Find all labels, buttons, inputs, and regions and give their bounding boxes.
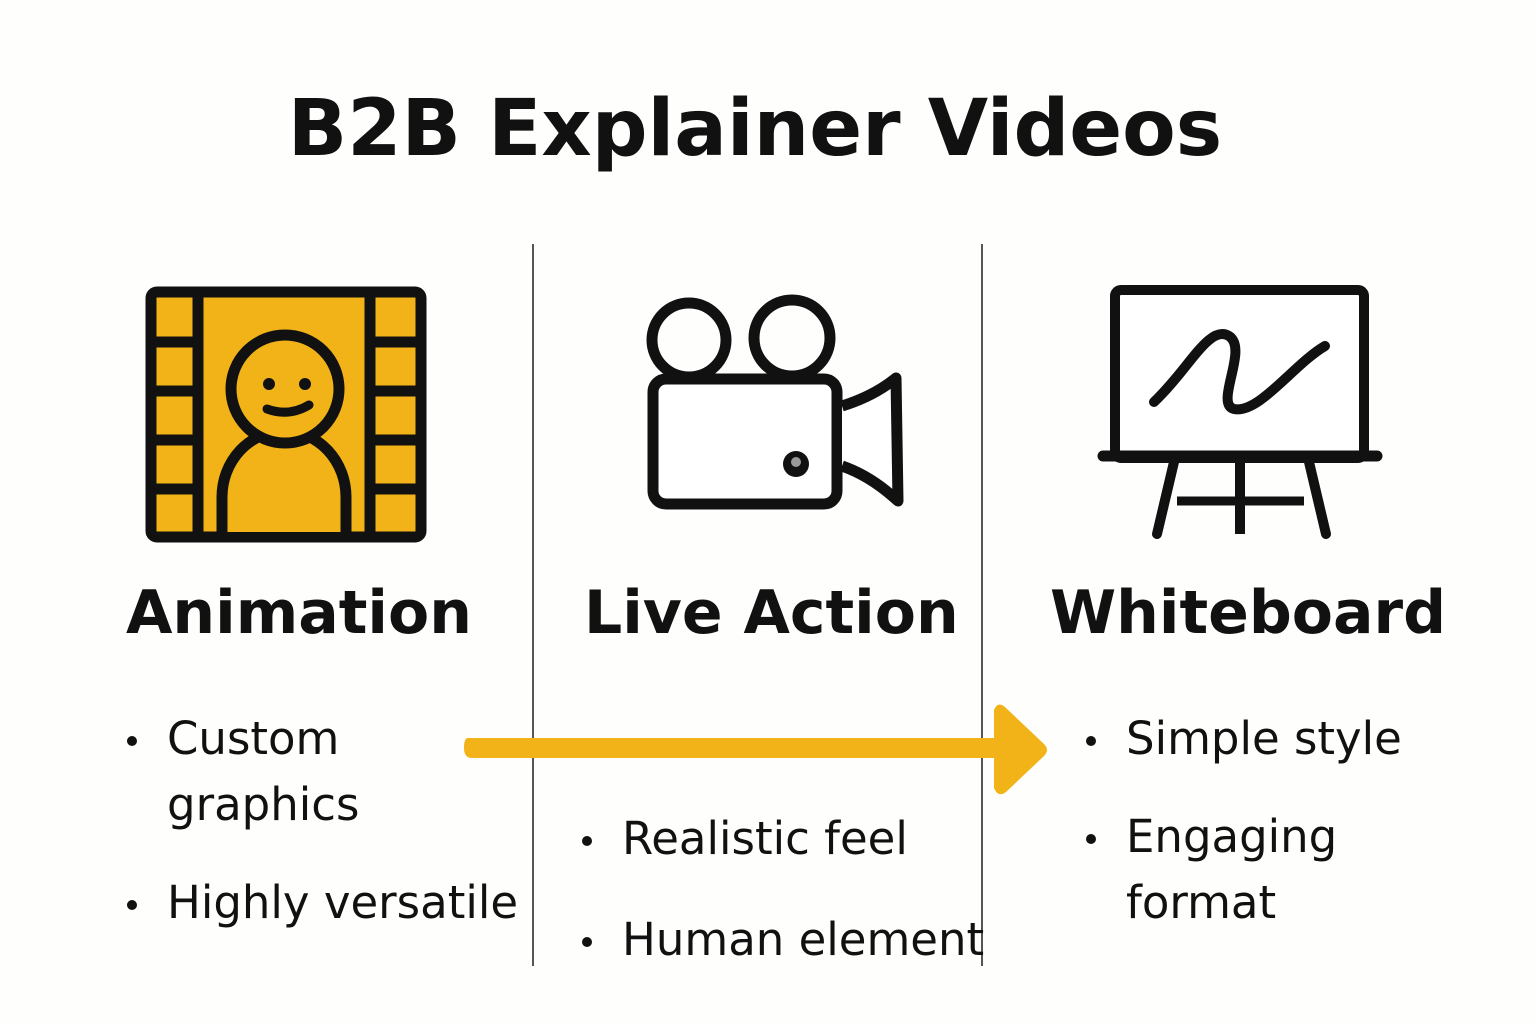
arrow-right-icon bbox=[464, 704, 1047, 795]
heading-whiteboard: Whiteboard bbox=[1050, 578, 1447, 648]
column-divider-left bbox=[532, 244, 534, 966]
page-title: B2B Explainer Videos bbox=[287, 84, 1223, 174]
bullet-dot bbox=[1086, 736, 1096, 746]
bullet-dot bbox=[127, 736, 137, 746]
film-strip-smiley-icon bbox=[145, 286, 427, 543]
bullet-dot bbox=[1086, 834, 1096, 844]
list-item: Human element bbox=[582, 907, 984, 973]
bullet-dot bbox=[582, 836, 592, 846]
whiteboard-easel-icon bbox=[1097, 285, 1383, 539]
list-item: Highly versatile bbox=[127, 870, 518, 936]
column-divider-right bbox=[981, 244, 983, 966]
bullet-dot bbox=[127, 900, 137, 910]
list-item: Realistic feel bbox=[582, 806, 908, 872]
list-item: Engaging format bbox=[1086, 804, 1337, 936]
heading-animation: Animation bbox=[126, 578, 472, 648]
video-camera-icon bbox=[646, 294, 904, 510]
list-item: Simple style bbox=[1086, 706, 1402, 772]
bullet-dot bbox=[582, 937, 592, 947]
list-item: Custom graphics bbox=[127, 706, 359, 838]
heading-live-action: Live Action bbox=[584, 578, 959, 648]
